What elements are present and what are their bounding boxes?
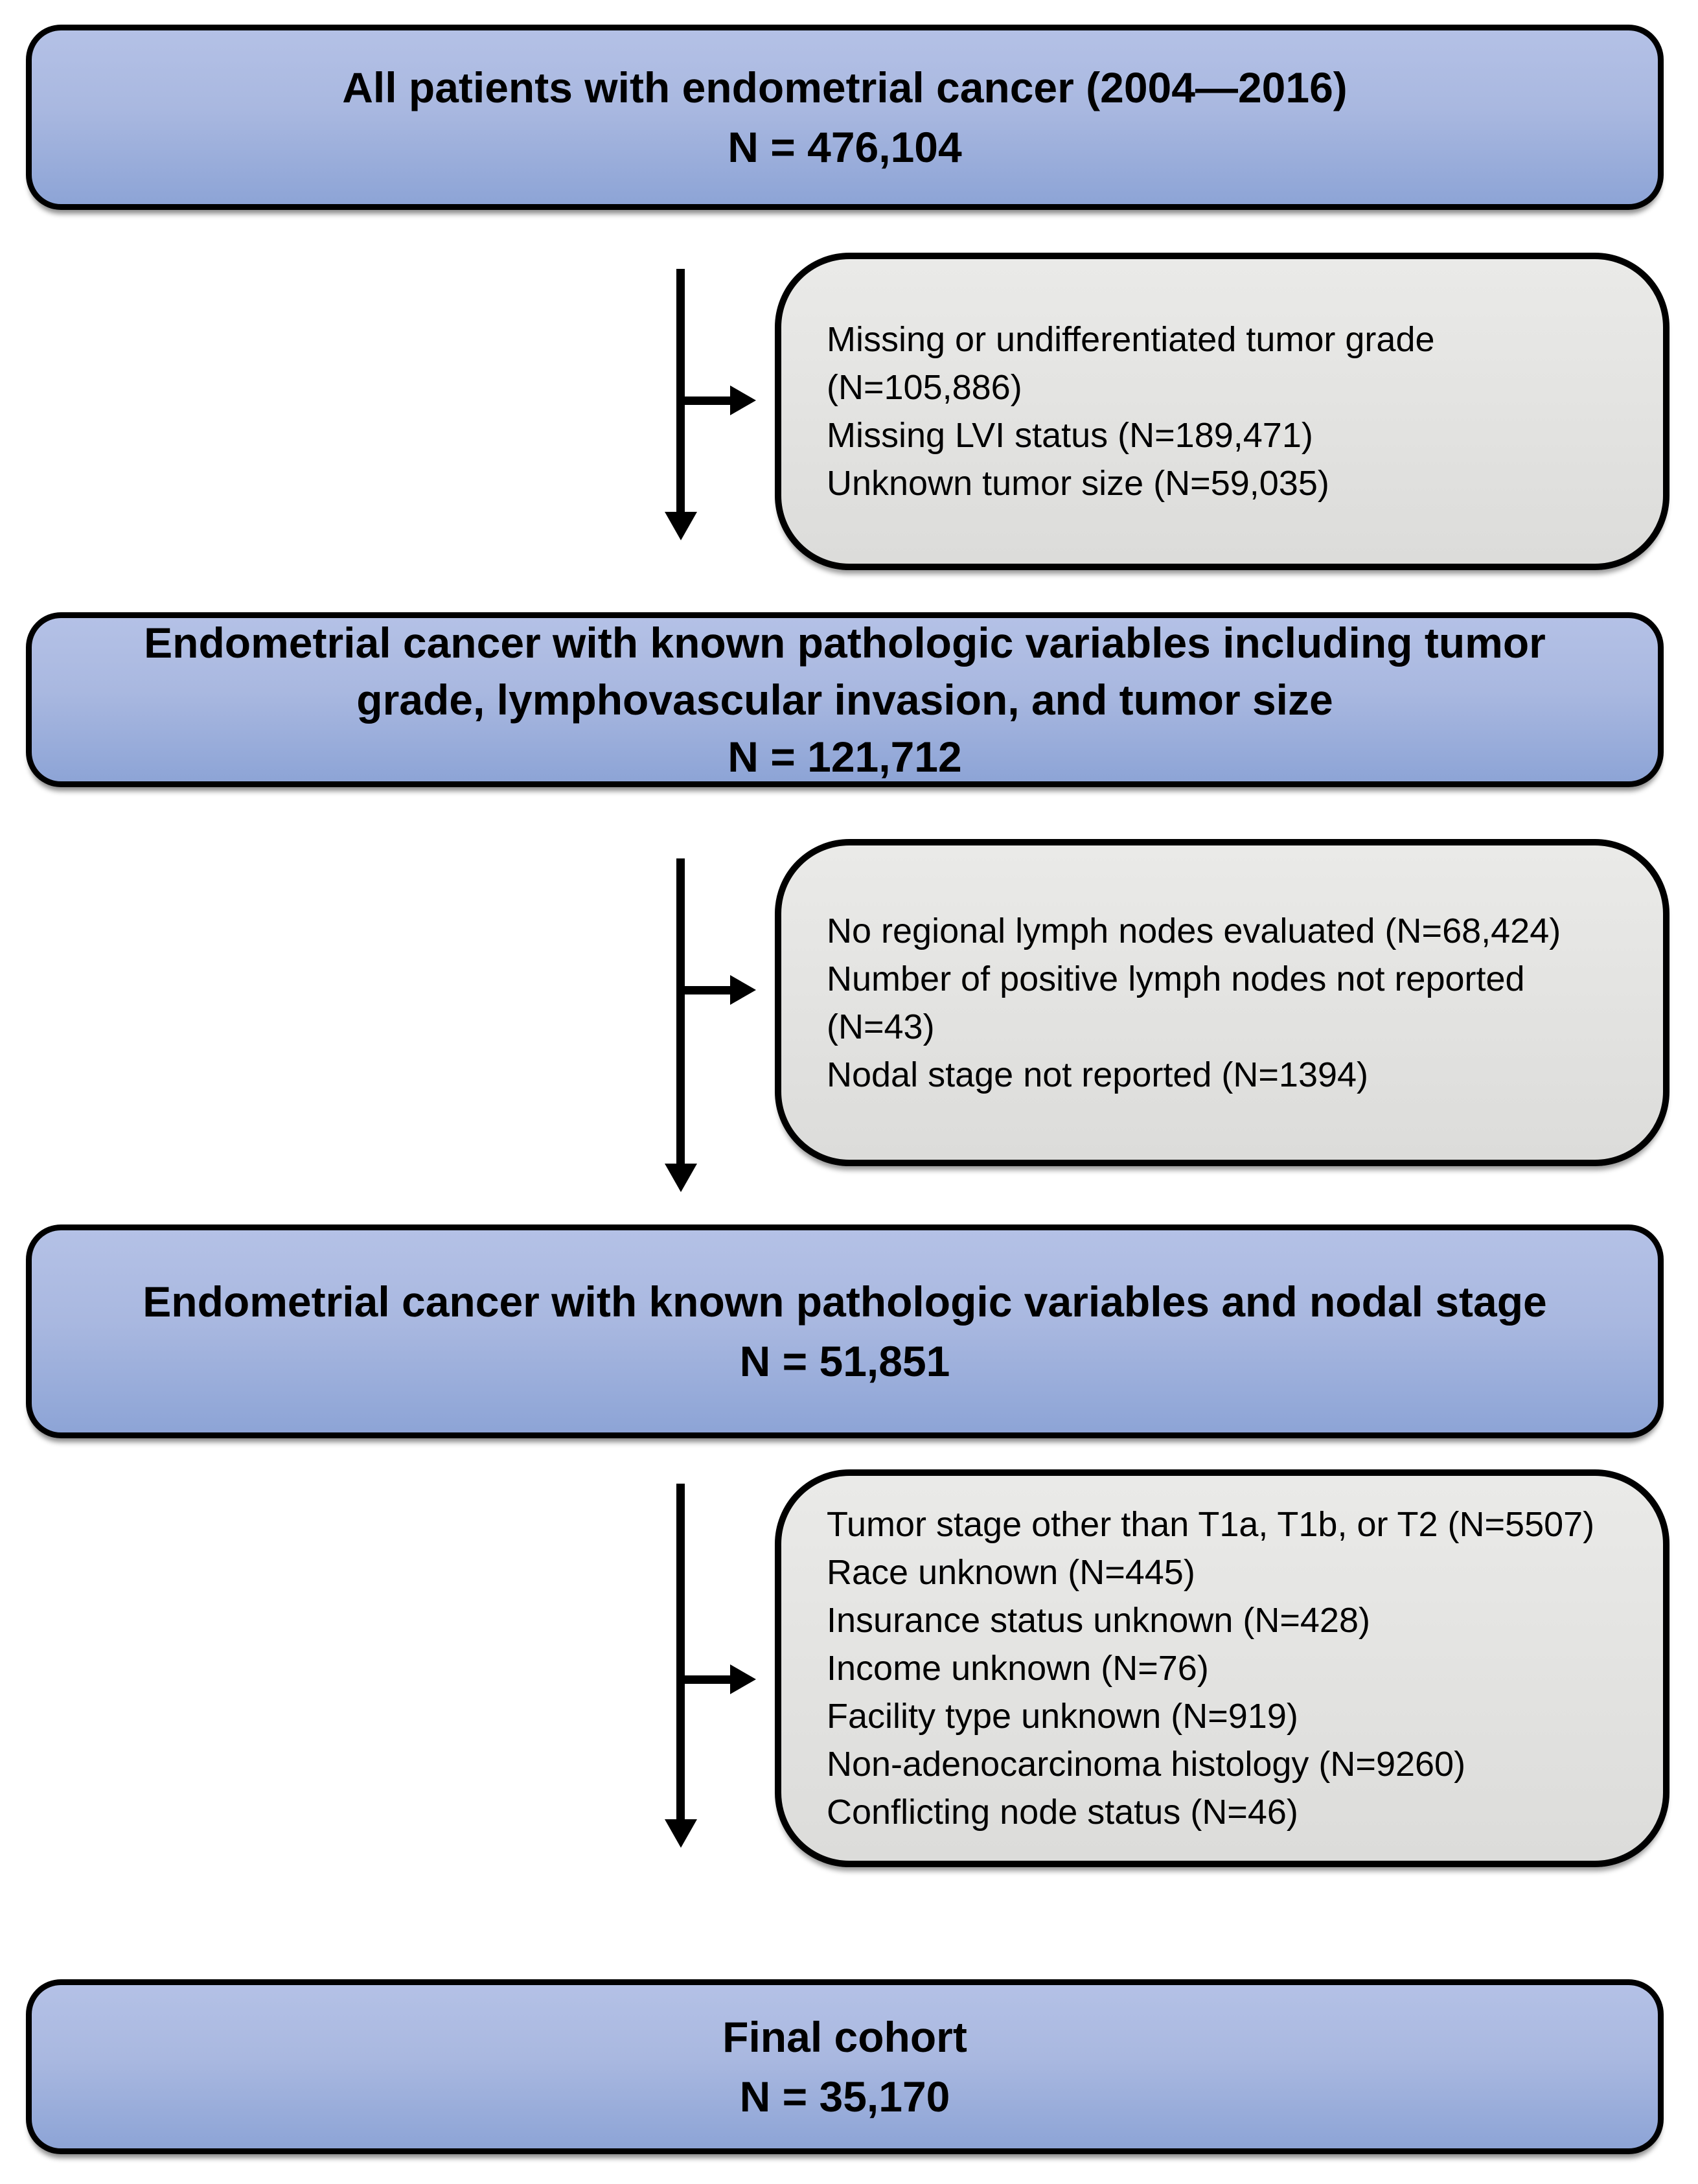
box-title: All patients with endometrial cancer (20… (342, 63, 1348, 111)
exclusion-line: Number of positive lymph nodes not repor… (827, 959, 1525, 998)
exclusion-line: Unknown tumor size (N=59,035) (827, 464, 1329, 503)
branch-arrow-shaft-1 (680, 397, 730, 405)
right-arrowhead-icon-3 (730, 1664, 756, 1694)
exclusion-line: Facility type unknown (N=919) (827, 1697, 1298, 1736)
exclusion-line: Income unknown (N=76) (827, 1649, 1209, 1688)
box-title: Endometrial cancer with known pathologic… (143, 1278, 1547, 1326)
population-box-nodal-stage: Endometrial cancer with known pathologic… (26, 1224, 1664, 1438)
box-title: grade, lymphovascular invasion, and tumo… (356, 676, 1333, 724)
right-arrowhead-icon-1 (730, 385, 756, 415)
right-arrowhead-icon-2 (730, 975, 756, 1005)
down-arrow-shaft-1 (676, 269, 685, 513)
exclusion-line: Non-adenocarcinoma histology (N=9260) (827, 1745, 1466, 1784)
exclusion-line: Nodal stage not reported (N=1394) (827, 1055, 1369, 1094)
exclusion-line: Race unknown (N=445) (827, 1553, 1195, 1592)
exclusion-box-2: No regional lymph nodes evaluated (N=68,… (775, 839, 1669, 1166)
exclusion-line: (N=105,886) (827, 368, 1022, 407)
branch-arrow-shaft-2 (680, 986, 730, 994)
exclusion-line: Insurance status unknown (N=428) (827, 1601, 1370, 1640)
box-n-value: N = 476,104 (728, 123, 962, 171)
population-box-pathologic-variables: Endometrial cancer with known pathologic… (26, 612, 1664, 787)
exclusion-line: No regional lymph nodes evaluated (N=68,… (827, 911, 1561, 950)
population-box-final-cohort: Final cohort N = 35,170 (26, 1979, 1664, 2154)
branch-arrow-shaft-3 (680, 1675, 730, 1684)
down-arrowhead-icon-1 (665, 512, 697, 540)
box-n-value: N = 51,851 (739, 1337, 950, 1385)
down-arrow-shaft-3 (676, 1484, 685, 1821)
population-box-all-patients: All patients with endometrial cancer (20… (26, 25, 1664, 210)
box-title: Endometrial cancer with known pathologic… (144, 619, 1546, 667)
exclusion-line: (N=43) (827, 1007, 935, 1046)
down-arrowhead-icon-2 (665, 1164, 697, 1192)
exclusion-line: Tumor stage other than T1a, T1b, or T2 (… (827, 1505, 1595, 1544)
box-n-value: N = 35,170 (739, 2073, 950, 2121)
down-arrow-shaft-2 (676, 858, 685, 1165)
down-arrowhead-icon-3 (665, 1819, 697, 1848)
exclusion-box-1: Missing or undifferentiated tumor grade … (775, 253, 1669, 570)
exclusion-line: Missing LVI status (N=189,471) (827, 416, 1313, 455)
exclusion-box-3: Tumor stage other than T1a, T1b, or T2 (… (775, 1469, 1669, 1867)
exclusion-line: Conflicting node status (N=46) (827, 1793, 1298, 1832)
box-n-value: N = 121,712 (728, 733, 962, 781)
box-title: Final cohort (722, 2013, 967, 2061)
exclusion-line: Missing or undifferentiated tumor grade (827, 320, 1435, 359)
